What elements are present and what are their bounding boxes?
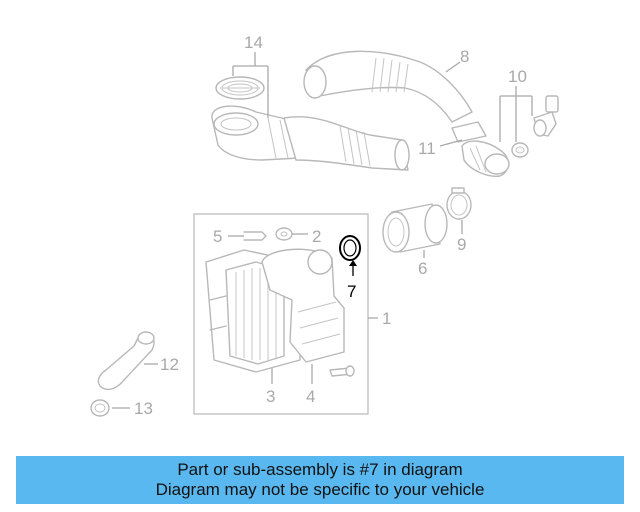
part-14-intake-cap[interactable] xyxy=(215,76,265,100)
leader-8 xyxy=(445,61,461,73)
part-12-drain-hose[interactable] xyxy=(97,331,155,391)
part-9-clamp[interactable] xyxy=(446,187,472,220)
leader-14 xyxy=(232,52,269,118)
part-4-bolt[interactable] xyxy=(329,365,355,377)
callout-13[interactable]: 13 xyxy=(134,399,153,418)
callout-11[interactable]: 11 xyxy=(418,139,436,158)
part-5-bracket[interactable] xyxy=(243,231,267,241)
callout-12[interactable]: 12 xyxy=(160,355,179,374)
banner-line-part-number: Part or sub-assembly is #7 in diagram xyxy=(177,460,463,479)
part-14-elbow-duct[interactable] xyxy=(211,105,301,161)
callout-3[interactable]: 3 xyxy=(266,387,275,406)
callout-7[interactable]: 7 xyxy=(347,282,356,301)
leader-10 xyxy=(499,86,533,142)
leader-11 xyxy=(439,139,463,147)
callout-10[interactable]: 10 xyxy=(508,67,527,86)
part-6-air-flow-meter[interactable] xyxy=(382,203,448,253)
callout-5[interactable]: 5 xyxy=(213,227,222,246)
corrugated-hose-lower[interactable] xyxy=(283,116,410,171)
callout-4[interactable]: 4 xyxy=(306,387,315,406)
callout-1[interactable]: 1 xyxy=(382,309,391,328)
leader-7 xyxy=(349,260,357,276)
callout-2[interactable]: 2 xyxy=(312,227,321,246)
parts-diagram: 14 8 11 10 xyxy=(90,33,559,418)
part-7-seal-ring[interactable] xyxy=(339,235,361,261)
callout-14[interactable]: 14 xyxy=(244,33,263,52)
part-10-vent-valve[interactable] xyxy=(533,95,559,137)
part-2-grommet[interactable] xyxy=(275,227,293,241)
callout-9[interactable]: 9 xyxy=(457,235,466,254)
part-4-housing-cover[interactable] xyxy=(261,248,345,363)
callout-6[interactable]: 6 xyxy=(418,259,427,278)
part-11-hose-adapter[interactable] xyxy=(451,121,510,177)
part-1-assembly-frame xyxy=(193,213,378,415)
part-10-o-ring[interactable] xyxy=(511,142,529,158)
callout-8[interactable]: 8 xyxy=(460,47,469,66)
part-8-upper-hose[interactable] xyxy=(303,50,473,123)
banner-line-disclaimer: Diagram may not be specific to your vehi… xyxy=(155,480,485,499)
info-banner: Part or sub-assembly is #7 in diagram Di… xyxy=(16,456,624,504)
part-13-hose-clamp[interactable] xyxy=(90,399,110,417)
